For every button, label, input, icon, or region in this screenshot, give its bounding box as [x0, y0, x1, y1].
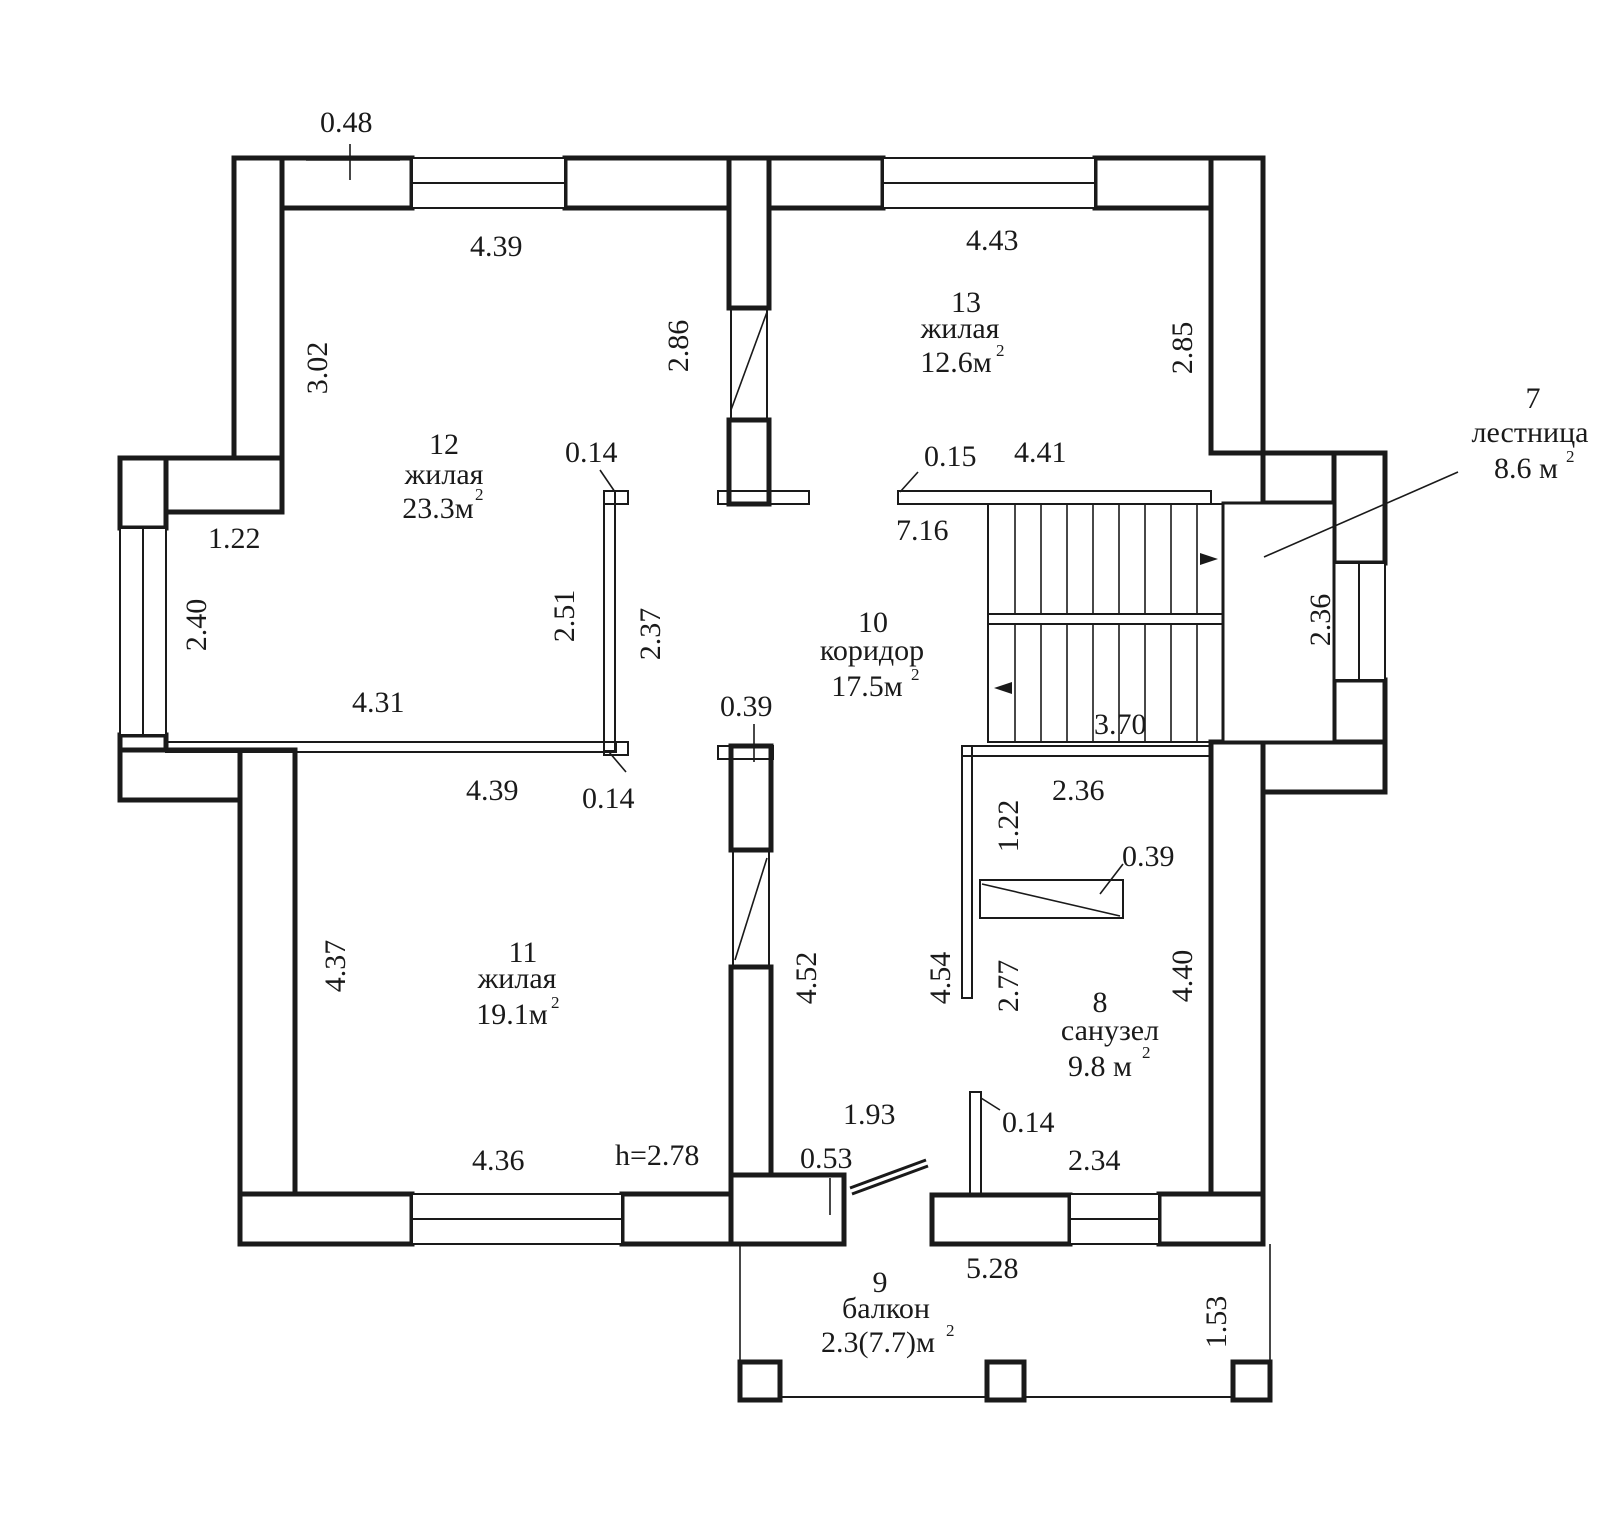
dim-label: 4.36	[472, 1144, 525, 1177]
room-label-7: 7 лестница 8.6 м 2	[1472, 382, 1589, 485]
dim-label: 4.40	[1166, 950, 1199, 1003]
area-superscript: 2	[475, 485, 484, 504]
room-area: 9.8 м	[1068, 1050, 1132, 1083]
room-name: жилая	[920, 312, 1000, 345]
interior-walls	[165, 308, 1212, 1196]
dim-label: 1.22	[208, 522, 261, 555]
room-number: 7	[1526, 382, 1541, 415]
dim-label: 2.40	[180, 599, 213, 652]
room-number: 11	[509, 936, 538, 969]
dim-label: 0.14	[1002, 1106, 1055, 1139]
dim-label: 4.31	[352, 686, 405, 719]
dim-label: 4.52	[790, 952, 823, 1005]
room-area: 23.3м	[402, 492, 474, 525]
room-area: 19.1м	[476, 998, 548, 1031]
room-name: лестница	[1472, 416, 1589, 449]
balcony	[737, 1244, 1273, 1403]
room-name: жилая	[404, 458, 484, 491]
room-label-10: 10 коридор 17.5м 2	[820, 606, 924, 703]
dim-label: 4.39	[466, 774, 519, 807]
dim-label: 2.51	[548, 590, 581, 643]
dim-label: 4.54	[924, 952, 957, 1005]
room-name: жилая	[477, 962, 557, 995]
room-area: 12.6м	[920, 346, 992, 379]
dim-label: 0.39	[1122, 840, 1175, 873]
area-superscript: 2	[1566, 447, 1575, 466]
dim-label: 4.39	[470, 230, 523, 263]
room-number: 13	[951, 286, 981, 319]
dim-label: 3.02	[301, 342, 334, 395]
room-number: 12	[429, 428, 459, 461]
room-label-8: 8 санузел 9.8 м 2	[1061, 986, 1159, 1083]
dimension-ticks	[306, 144, 1124, 1215]
room-label-13: 13 жилая 12.6м 2	[920, 286, 1005, 379]
room-area: 17.5м	[831, 670, 903, 703]
area-superscript: 2	[946, 1321, 955, 1340]
dim-label: 4.43	[966, 224, 1019, 257]
dim-label: 0.39	[720, 690, 773, 723]
vertical-dimension-labels: 3.02 2.86 2.85 2.40 2.51 2.37 2.36 1.22 …	[180, 320, 1337, 1349]
dim-label: 7.16	[896, 514, 949, 547]
dim-label: 0.14	[565, 436, 618, 469]
dim-label: 1.93	[843, 1098, 896, 1131]
exterior-walls	[117, 155, 1388, 1247]
room-number: 10	[858, 606, 888, 639]
dim-label: 0.53	[800, 1142, 853, 1175]
dim-label: 2.36	[1304, 594, 1337, 647]
room-label-12: 12 жилая 23.3м 2	[402, 428, 483, 525]
room-label-11: 11 жилая 19.1м 2	[476, 936, 559, 1031]
room-area: 2.3(7.7)м	[821, 1326, 935, 1359]
dim-label: 2.37	[634, 608, 667, 661]
windows	[119, 157, 1386, 1245]
dim-label: 2.85	[1166, 322, 1199, 375]
dim-label: 2.77	[992, 960, 1025, 1013]
area-superscript: 2	[996, 341, 1005, 360]
dim-label: 2.36	[1052, 774, 1105, 807]
stair-arrow-down-icon	[994, 682, 1012, 694]
room-name: балкон	[842, 1292, 930, 1325]
dim-label: 0.15	[924, 440, 977, 473]
dim-label: 0.48	[320, 106, 373, 139]
area-superscript: 2	[911, 665, 920, 684]
area-superscript: 2	[1142, 1043, 1151, 1062]
staircase	[987, 471, 1459, 744]
room-area: 8.6 м	[1494, 452, 1558, 485]
dim-label: 2.34	[1068, 1144, 1121, 1177]
dim-label: 1.53	[1200, 1296, 1233, 1349]
dim-label: 4.41	[1014, 436, 1067, 469]
room-name: коридор	[820, 634, 924, 667]
dim-label: 0.14	[582, 782, 635, 815]
dim-label: 4.37	[319, 940, 352, 993]
dim-label: 3.70	[1094, 708, 1147, 741]
room-number: 9	[873, 1266, 888, 1299]
dim-label: 1.22	[992, 800, 1025, 853]
area-superscript: 2	[551, 993, 560, 1012]
dim-label: 5.28	[966, 1252, 1019, 1285]
room-label-9: 9 балкон 2.3(7.7)м 2	[821, 1266, 954, 1359]
room-number: 8	[1093, 986, 1108, 1019]
stair-arrow-up-icon	[1200, 553, 1218, 565]
room-name: санузел	[1061, 1014, 1159, 1047]
dimension-labels: 0.48 4.39 4.43 0.14 0.15 4.41 1.22 7.16 …	[208, 106, 1175, 1285]
ceiling-height-note: h=2.78	[615, 1139, 699, 1172]
dim-label: 2.86	[662, 320, 695, 373]
